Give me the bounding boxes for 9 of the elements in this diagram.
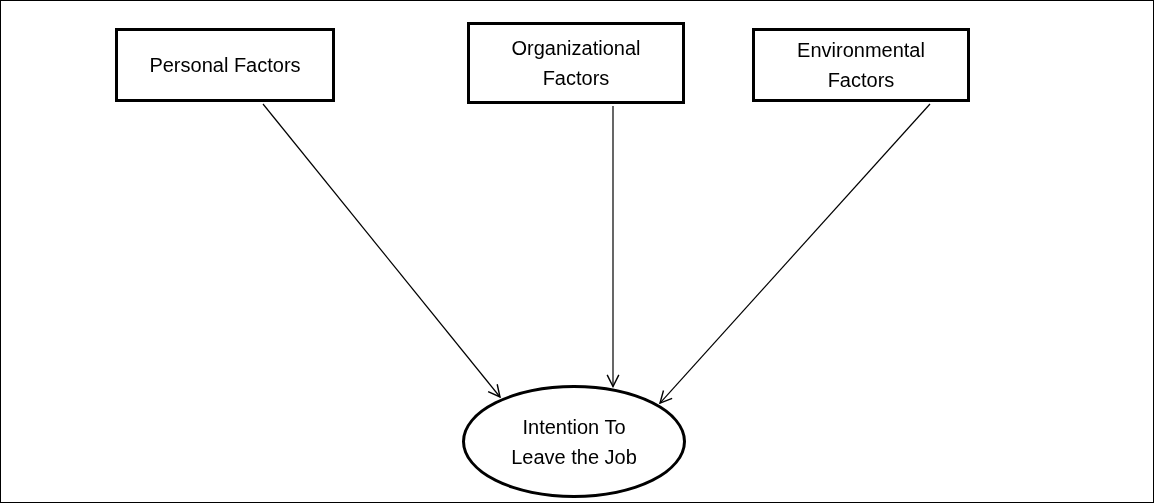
factor-box	[115, 28, 335, 102]
node-label: Intention To Leave the Job	[510, 414, 638, 470]
node-label: Personal Factors	[149, 53, 301, 78]
arrow	[262, 103, 501, 398]
factor-box	[752, 28, 970, 102]
arrow	[659, 103, 931, 404]
factor-box	[467, 22, 685, 104]
node-label: Organizational Factors	[510, 36, 642, 91]
node-label: Environmental Factors	[796, 38, 926, 93]
